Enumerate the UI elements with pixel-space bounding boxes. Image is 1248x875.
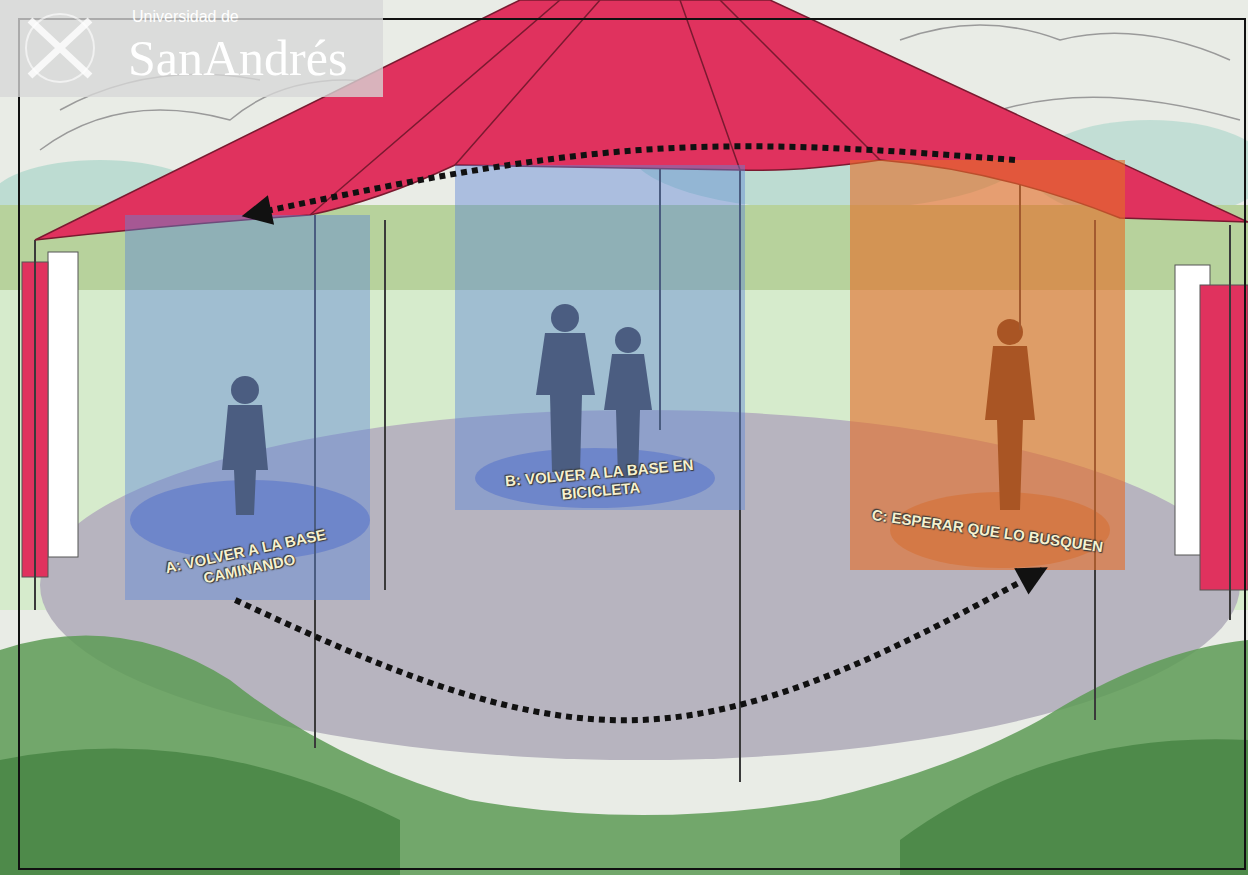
tent-poles-part: [384, 220, 386, 590]
tent-poles: [35, 160, 1230, 782]
bushes: [0, 635, 1248, 875]
option-label: A: VOLVER A LA BASE CAMINANDO: [139, 520, 357, 600]
bushes-part: [900, 739, 1248, 875]
option-label: B: VOLVER A LA BASE EN BICICLETA: [469, 453, 731, 512]
watermark-text: SanAndrés: [128, 30, 347, 86]
tent-poles-part: [1229, 225, 1231, 620]
bushes-part: [0, 749, 400, 875]
sky-part: [900, 25, 1230, 60]
side-panels-part: [1200, 285, 1248, 590]
dotted-arrow: [248, 146, 1016, 215]
option-column: A: VOLVER A LA BASE CAMINANDO: [125, 215, 370, 600]
side-panels-part: [48, 252, 78, 557]
crest: [0, 0, 120, 97]
watermark: Universidad de SanAndrés: [0, 0, 383, 97]
frame: [19, 19, 1245, 869]
crest-ring: [26, 14, 94, 82]
option-column: C: ESPERAR QUE LO BUSQUEN: [850, 160, 1125, 570]
sky-part: [1000, 97, 1240, 120]
frame-part: [19, 19, 1245, 869]
dotted-arrow: [235, 570, 1042, 720]
crest-x: [30, 20, 90, 76]
watermark-text: Universidad de: [132, 8, 239, 26]
bushes-part: [0, 635, 1248, 875]
option-column: B: VOLVER A LA BASE EN BICICLETA: [455, 165, 745, 510]
tent-poles-part: [34, 240, 36, 610]
edge-group: [235, 146, 1042, 720]
option-label: C: ESPERAR QUE LO BUSQUEN: [865, 505, 1110, 557]
